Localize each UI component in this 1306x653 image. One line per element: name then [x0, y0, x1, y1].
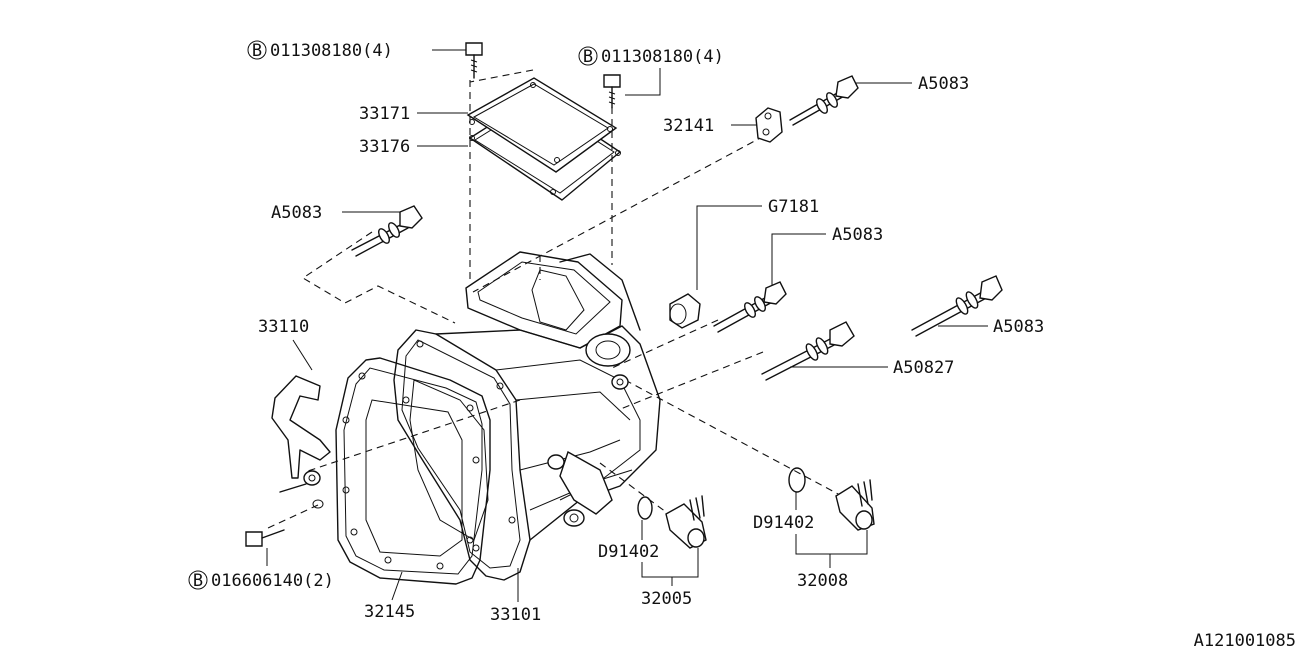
label-case: 33101	[490, 605, 541, 625]
label-bolt-top-right: 011308180(4)	[601, 47, 724, 67]
plug-g7181	[669, 293, 701, 329]
callout-lever: 33110	[258, 317, 313, 371]
stud-icon	[761, 321, 855, 381]
flange-gasket-32141	[755, 107, 783, 143]
label-switch-right: 32008	[797, 571, 848, 591]
label-cover-plate: 33171	[359, 104, 410, 124]
stud-icon	[351, 205, 423, 257]
label-bolt-top-left: 011308180(4)	[270, 41, 393, 61]
callout-washer-right: D91402	[753, 492, 814, 533]
callout-bolt-top-right: B 011308180(4)	[578, 46, 724, 96]
callout-stud-mid: A5083	[771, 225, 883, 288]
cover-plate-33171	[466, 77, 618, 173]
switch-32005	[665, 495, 707, 549]
circle-b-icon: B	[193, 571, 203, 591]
bolt-icon	[465, 42, 483, 79]
callout-stud-left: A5083	[271, 203, 402, 223]
label-cover-gasket: 33176	[359, 137, 410, 157]
bolt-icon	[603, 74, 621, 109]
callout-washer-left: D91402	[598, 520, 659, 562]
label-lever: 33110	[258, 317, 309, 337]
callout-stud-long: A50827	[790, 358, 954, 378]
label-plug: G7181	[768, 197, 819, 217]
label-gasket-large: 32145	[364, 602, 415, 622]
label-stud-top-right: A5083	[918, 74, 969, 94]
label-bolt-bottom-left: 016606140(2)	[211, 571, 334, 591]
callout-switch-right: 32008	[795, 530, 868, 591]
callout-case: 33101	[490, 568, 541, 625]
drawing-code: A121001085	[1194, 631, 1296, 651]
label-stud-left: A5083	[271, 203, 322, 223]
circle-b-icon: B	[583, 47, 593, 67]
label-washer-left: D91402	[598, 542, 659, 562]
callout-bolt-bottom-left: B 016606140(2)	[188, 548, 334, 591]
bolt-icon	[245, 529, 285, 547]
callout-cover-plate: 33171	[359, 104, 468, 124]
label-switch-left: 32005	[641, 589, 692, 609]
callout-flange-gasket: 32141	[663, 116, 756, 136]
switch-32008	[835, 479, 875, 531]
label-flange-gasket: 32141	[663, 116, 714, 136]
callout-cover-gasket: 33176	[359, 137, 468, 157]
callout-stud-right: A5083	[938, 317, 1044, 337]
callout-gasket-large: 32145	[364, 571, 415, 622]
callout-stud-top-right: A5083	[856, 74, 969, 94]
stud-icon	[713, 281, 787, 333]
stud-icon	[911, 275, 1003, 337]
lever-33110	[271, 375, 331, 509]
callout-bolt-top-left: B 011308180(4)	[247, 40, 470, 61]
transmission-case-33101	[393, 251, 661, 581]
callout-switch-left: 32005	[641, 548, 699, 609]
stud-icon	[789, 75, 859, 126]
label-stud-long: A50827	[893, 358, 954, 378]
circle-b-icon: B	[252, 41, 262, 61]
washer-d91402-right	[788, 467, 806, 493]
callout-plug: G7181	[696, 197, 819, 290]
label-stud-mid: A5083	[832, 225, 883, 245]
washer-d91402-left	[637, 496, 653, 520]
label-stud-right: A5083	[993, 317, 1044, 337]
label-washer-right: D91402	[753, 513, 814, 533]
